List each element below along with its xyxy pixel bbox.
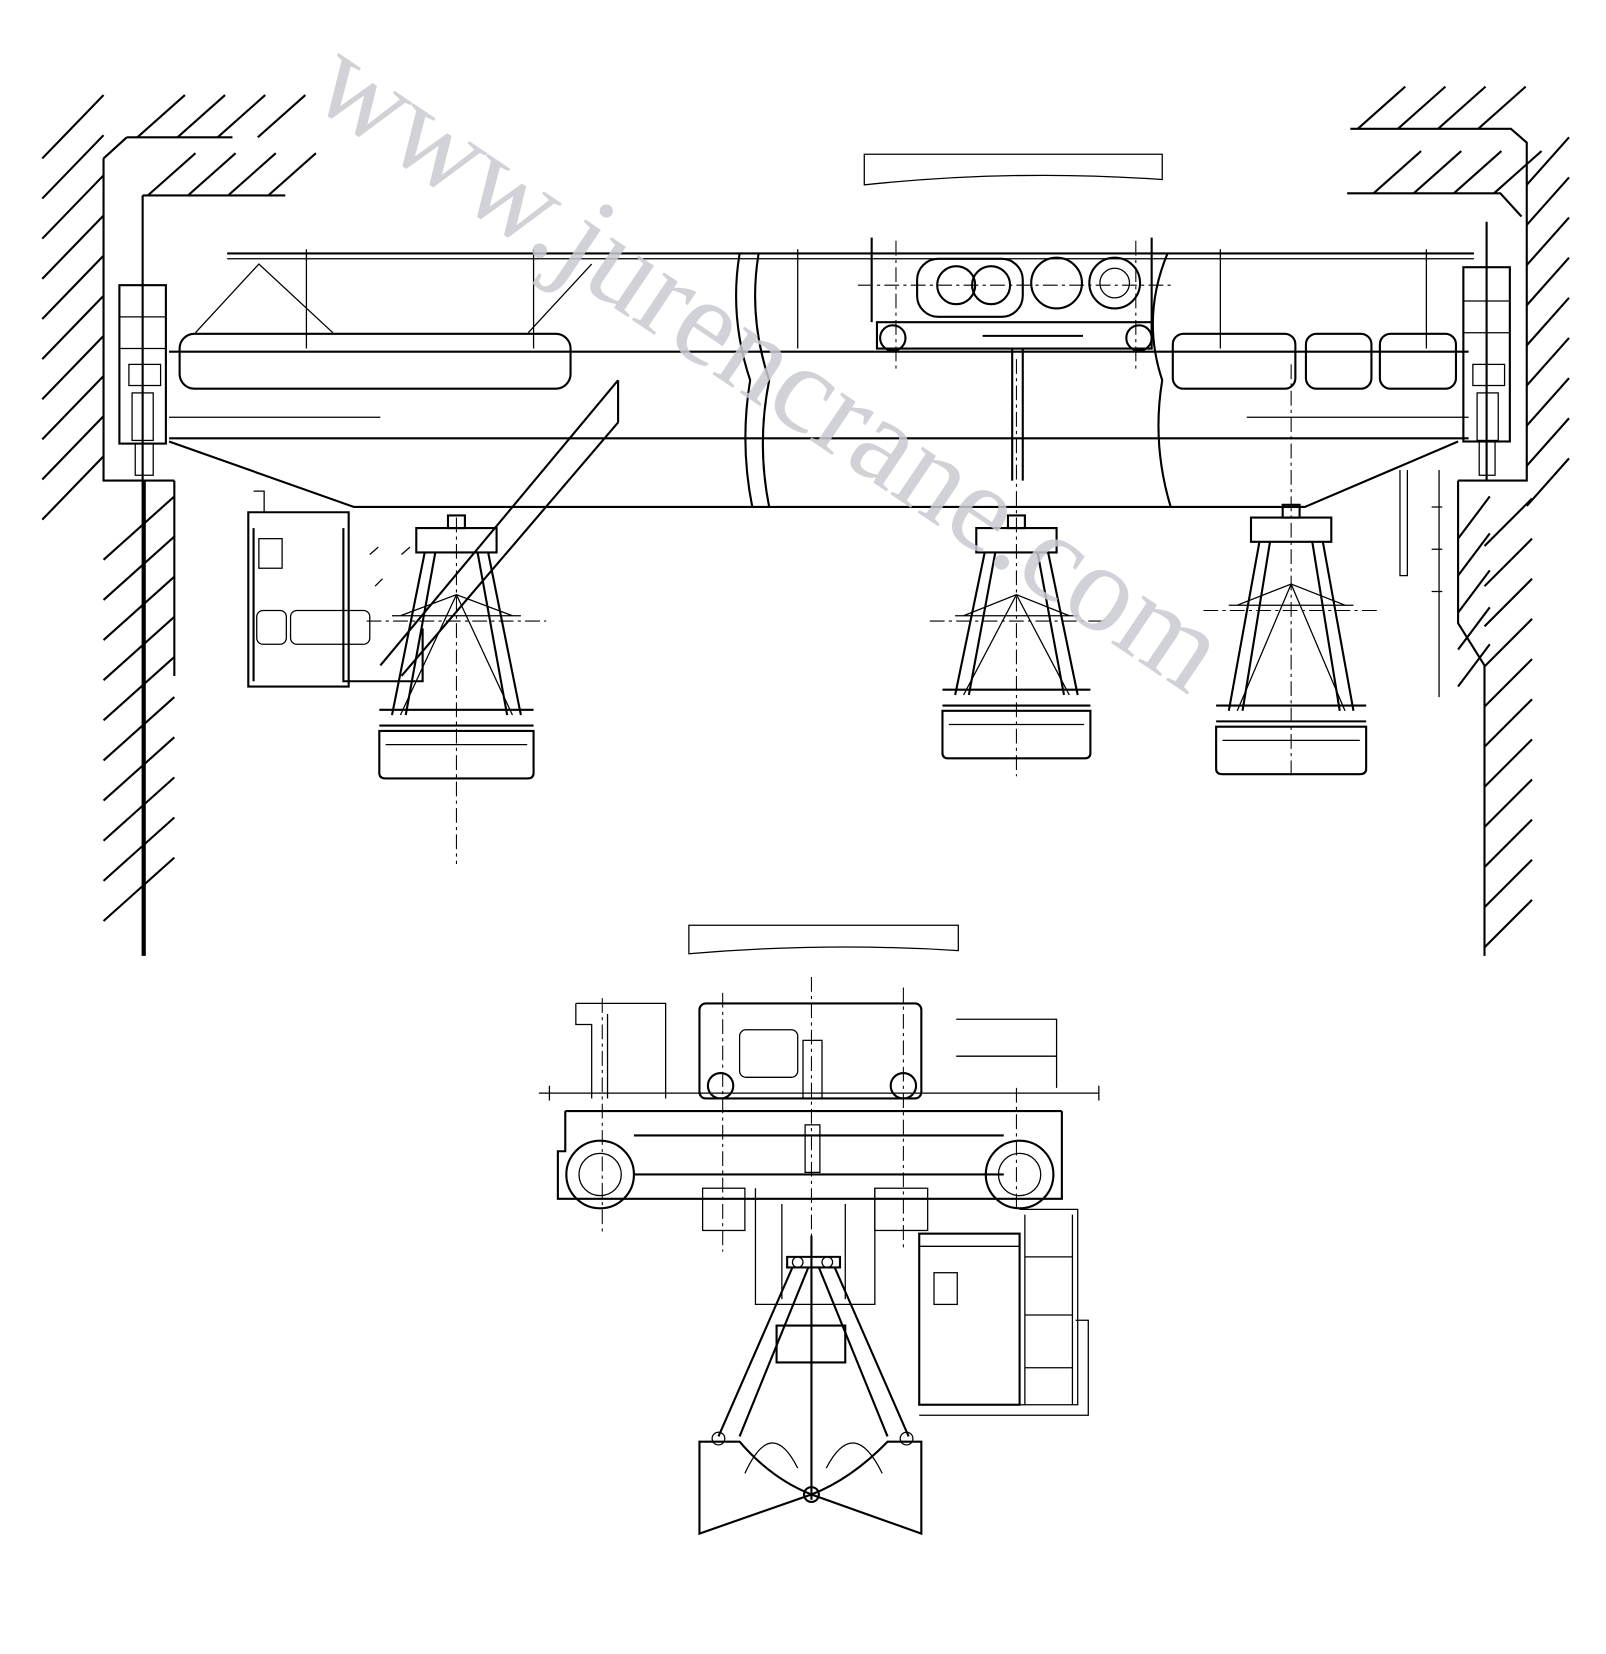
hatch-line	[102, 656, 176, 722]
end-carriage-right	[1462, 266, 1511, 476]
hatch-line	[102, 856, 176, 922]
hatch-line	[1413, 150, 1462, 195]
grab-bucket	[941, 709, 1092, 760]
hatch-line	[41, 94, 105, 160]
hatch-line	[1525, 417, 1570, 467]
hatch-line	[227, 152, 277, 197]
grab-bucket	[378, 729, 535, 780]
hatch-line	[1493, 150, 1543, 195]
hatch-line	[136, 94, 186, 139]
hatch-line	[102, 736, 176, 802]
hatch-line	[102, 696, 176, 762]
right-wall	[1347, 127, 1528, 956]
hatch-line	[1525, 176, 1570, 226]
hatch-line	[1483, 537, 1533, 587]
hatch-line	[1525, 457, 1570, 507]
hatch-line	[1483, 497, 1533, 547]
hatch-line	[1483, 698, 1533, 748]
hatch-line	[41, 375, 105, 441]
hatch-line	[147, 152, 197, 197]
hatch-line	[1525, 136, 1570, 186]
left-wall-hatching	[41, 94, 317, 922]
hatch-line	[257, 94, 307, 139]
span-dimension-bar-top	[863, 153, 1163, 186]
hatch-line	[1397, 85, 1447, 130]
clamshell-grab	[929, 514, 1104, 760]
hatch-line	[1457, 495, 1491, 540]
operator-cab	[247, 379, 620, 688]
grab-head-block	[1249, 516, 1333, 543]
hatch-line	[41, 455, 105, 521]
hatch-line	[1483, 818, 1533, 868]
hatch-line	[216, 94, 266, 139]
hatch-line	[102, 616, 176, 681]
hatch-line	[1437, 85, 1487, 130]
hatch-line	[176, 94, 226, 139]
right-wall-hatching	[1357, 85, 1570, 949]
hatch-line	[102, 816, 176, 882]
hatch-line	[1483, 658, 1533, 708]
end-carriage-left	[118, 284, 167, 476]
grab-frame	[390, 552, 522, 716]
grab-frame	[1227, 541, 1355, 712]
hatch-line	[102, 776, 176, 842]
hatch-line	[1525, 337, 1570, 387]
hatch-line	[41, 335, 105, 400]
hatch-line	[41, 134, 105, 200]
main-girder	[168, 249, 1474, 509]
end-view-grab	[698, 1235, 923, 1536]
hatch-line	[187, 152, 237, 197]
end-view-crane	[538, 976, 1100, 1416]
hatch-line	[1483, 858, 1533, 909]
hatch-line	[1483, 778, 1533, 828]
hatch-line	[1457, 569, 1491, 614]
hatch-line	[102, 495, 176, 561]
watermark-text: www.jurencrane.com	[291, 8, 1251, 718]
hatch-line	[1483, 618, 1533, 668]
span-dimension-bar-bottom	[688, 924, 959, 955]
hatch-line	[1457, 606, 1491, 651]
hatch-line	[1357, 85, 1406, 130]
hatch-line	[1457, 532, 1491, 577]
hatch-line	[41, 415, 105, 481]
hatch-line	[1525, 377, 1570, 427]
hatch-line	[267, 152, 317, 197]
hatch-line	[1525, 257, 1570, 306]
hatch-line	[41, 174, 105, 240]
hatch-line	[1477, 85, 1527, 130]
hatch-line	[102, 575, 176, 641]
grab-head-block	[975, 527, 1058, 554]
hatch-line	[102, 535, 176, 601]
hatch-line	[1525, 297, 1570, 347]
grab-frame	[954, 552, 1079, 696]
hatch-line	[1457, 643, 1491, 688]
grab-bucket	[1215, 725, 1368, 776]
trolley-winch	[857, 237, 1173, 481]
hatch-line	[1453, 150, 1503, 195]
hatch-line	[41, 254, 105, 320]
hatch-line	[41, 214, 105, 280]
hatch-line	[41, 295, 105, 360]
hatch-line	[1483, 578, 1533, 628]
hatch-line	[1483, 899, 1533, 949]
hatch-line	[1372, 150, 1422, 195]
hatch-line	[1483, 738, 1533, 788]
hatch-line	[1525, 216, 1570, 266]
grab-head-block	[415, 527, 498, 554]
right-ladder-detail	[1399, 470, 1443, 698]
left-building-wall	[102, 136, 286, 956]
